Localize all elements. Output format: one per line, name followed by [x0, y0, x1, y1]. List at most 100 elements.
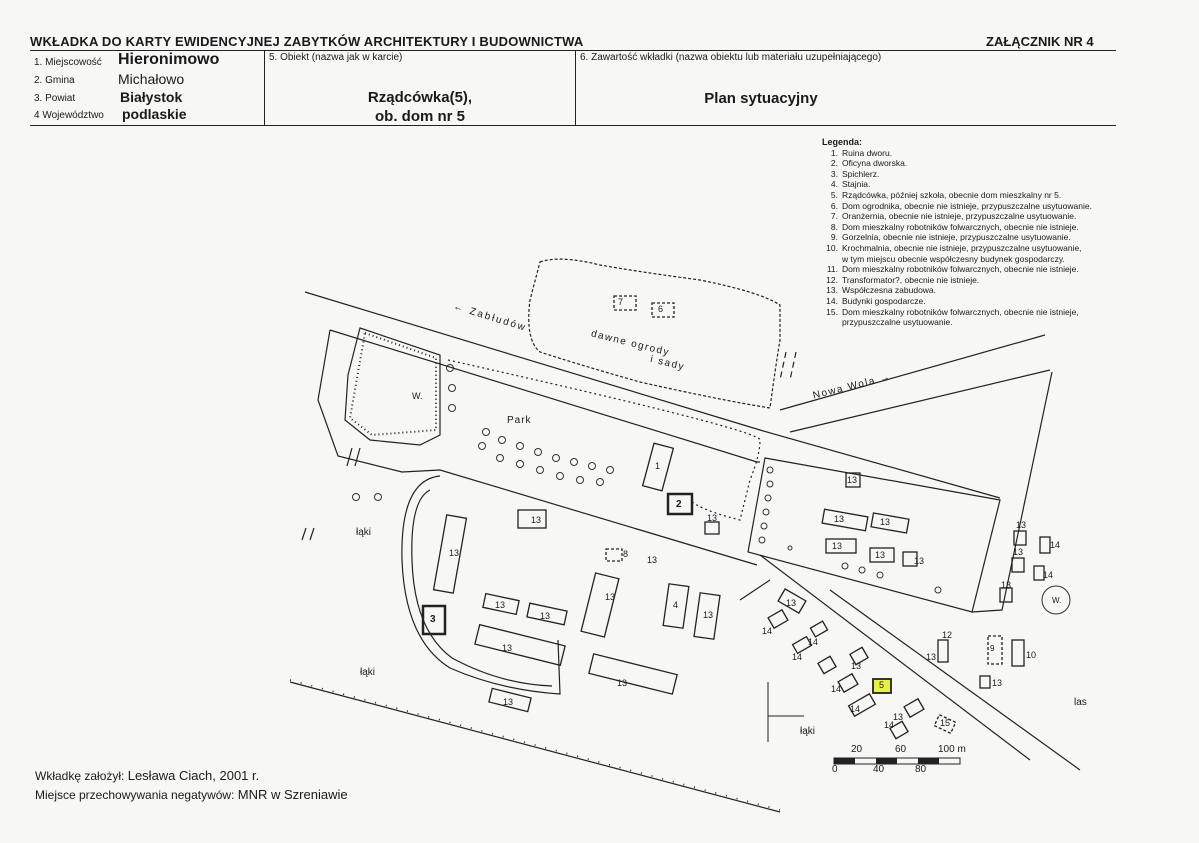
- label-14b: 14: [1043, 570, 1054, 580]
- legend-item-number: 11.: [826, 264, 838, 275]
- header-top-rule: [30, 50, 1116, 51]
- farm-plot-right: [747, 457, 1001, 613]
- label-1: 1: [655, 461, 661, 471]
- label-13h: 13: [703, 610, 714, 620]
- legend-item-number: 7.: [830, 211, 838, 222]
- storage-label: Miejsce przechowywania negatywów:: [35, 788, 235, 802]
- label-2: 2: [676, 499, 682, 510]
- object-label: 5. Obiekt (nazwa jak w karcie): [269, 52, 403, 63]
- header-divider-2: [575, 50, 576, 126]
- legend-item: 9. Gorzelnia, obecnie nie istnieje, przyp…: [822, 232, 1092, 243]
- gmina-value: Michałowo: [118, 71, 185, 87]
- label-3: 3: [430, 614, 436, 625]
- legend-item-text: Spichlerz.: [842, 168, 880, 179]
- label-13l: 13: [847, 475, 858, 485]
- label-14h: 14: [884, 720, 895, 730]
- label-7: 7: [618, 297, 624, 307]
- meadow-label-west: łąki: [356, 527, 372, 538]
- legend-item-number: 9.: [830, 232, 838, 243]
- powiat-value: Białystok: [120, 89, 183, 105]
- legend-item: 4.Stajnia.: [822, 179, 1092, 190]
- legend-item-text: w tym miejscu obecnie współczesny budyne…: [842, 253, 1065, 264]
- legend-item: 13.Współczesna zabudowa.: [822, 285, 1092, 296]
- building-4: [662, 583, 690, 629]
- forest-label: las: [1074, 697, 1087, 708]
- legend-item: 7. Oranżernia, obecnie nie istnieje, przy…: [822, 211, 1092, 222]
- contents-label: 6. Zawartość wkładki (nazwa obiektu lub …: [580, 52, 882, 63]
- form-title: WKŁADKA DO KARTY EWIDENCYJNEJ ZABYTKÓW A…: [30, 34, 584, 49]
- label-14a: 14: [1050, 540, 1061, 550]
- label-13f: 13: [540, 611, 551, 621]
- contents-field: 6. Zawartość wkładki (nazwa obiektu lub …: [576, 52, 1116, 126]
- scale-label-20: 20: [851, 744, 863, 755]
- object-value-line1: Rządcówka(5),: [367, 89, 473, 106]
- legend-item: 12.Transformator?, obecnie nie istnieje.: [822, 275, 1092, 286]
- legend-item-number: 8.: [830, 221, 838, 232]
- legend-item-number: 15.: [826, 306, 838, 317]
- legend-item-text: Ruina dworu.: [842, 147, 893, 158]
- legend-item: 15. Dom mieszkalny robotników folwarczny…: [822, 307, 1092, 318]
- legend-item-text: Dom mieszkalny robotników folwarcznych, …: [842, 264, 1079, 275]
- label-14f: 14: [831, 684, 842, 694]
- legend-item-text: Oranżernia, obecnie nie istnieje, przypu…: [842, 211, 1077, 222]
- legend-item-number: 10.: [826, 242, 838, 253]
- storage-line: Miejsce przechowywania negatywów: MNR w …: [35, 787, 348, 802]
- label-15: 15: [940, 718, 951, 728]
- object-value-line2: ob. dom nr 5: [375, 108, 465, 125]
- label-13i: 13: [502, 643, 513, 653]
- legend-item-text: Dom mieszkalny robotników folwarcznych, …: [842, 221, 1079, 232]
- label-13e: 13: [495, 600, 506, 610]
- legend-item-number: 13.: [826, 285, 838, 296]
- contents-value: Plan sytuacyjny: [704, 90, 818, 107]
- scale-label-100: 100 m: [938, 744, 966, 755]
- scale-label-60: 60: [895, 744, 907, 755]
- label-13u: 13: [786, 598, 797, 608]
- legend-item-text: Dom mieszkalny robotników folwarcznych, …: [842, 306, 1079, 317]
- miejscowosc-value: Hieronimowo: [118, 51, 220, 68]
- legend-item-text: Oficyna dworska.: [842, 158, 908, 169]
- legend-title: Legenda:: [822, 137, 863, 147]
- label-13g: 13: [605, 592, 616, 602]
- label-13r: 13: [1016, 520, 1027, 530]
- meadow-label-south: łąki: [360, 667, 376, 678]
- label-14e: 14: [792, 652, 803, 662]
- label-13c: 13: [707, 513, 718, 523]
- legend-item-number: 5.: [830, 189, 838, 200]
- park-label: Park: [507, 415, 532, 426]
- legend-item: 5. Rządcówka, później szkoła, obecnie dom…: [822, 190, 1092, 201]
- legend-item-text: Gorzelnia, obecnie nie istnieje, przypus…: [842, 232, 1071, 243]
- legend-item: przypuszczalne usytuowanie.: [822, 317, 1092, 328]
- legend-item-text: Stajnia.: [842, 179, 871, 190]
- powiat-label: 3. Powiat: [34, 93, 76, 104]
- label-13w: 13: [893, 712, 904, 722]
- garden-outline: [528, 258, 781, 409]
- label-10: 10: [1026, 650, 1037, 660]
- legend-item-text: przypuszczalne usytuowanie.: [842, 317, 953, 328]
- label-13d: 13: [647, 555, 658, 565]
- legend-item-text: Budynki gospodarcze.: [842, 295, 926, 306]
- legend-item: 11. Dom mieszkalny robotników folwarcznyc…: [822, 264, 1092, 275]
- storage-value: MNR w Szreniawie: [237, 787, 348, 802]
- road-nowa-wola-edge-bottom: [789, 369, 1051, 433]
- label-6: 6: [658, 304, 664, 314]
- label-13o: 13: [832, 541, 843, 551]
- legend-list: 1.Ruina dworu.2.Oficyna dworska.3.Spichl…: [822, 148, 1092, 328]
- legend-item: 6.Dom ogrodnika, obecnie nie istnieje, p…: [822, 201, 1092, 212]
- label-13k: 13: [503, 697, 514, 707]
- legend-item-number: 1.: [830, 147, 838, 158]
- label-13p: 13: [875, 550, 886, 560]
- label-13q: 13: [914, 556, 925, 566]
- annex-number: ZAŁĄCZNIK NR 4: [986, 34, 1094, 49]
- miejscowosc-label: 1. Miejscowość: [34, 57, 102, 68]
- legend-item-text: Dom ogrodnika, obecnie nie istnieje, prz…: [842, 200, 1092, 211]
- label-8: 8: [623, 549, 629, 559]
- pond-label-east: W.: [1052, 596, 1062, 605]
- wojewodztwo-value: podlaskie: [122, 106, 187, 122]
- legend-item-number: 14.: [826, 295, 838, 306]
- legend-item-text: Rządcówka, później szkoła, obecnie dom m…: [842, 189, 1062, 200]
- legend-item: 1. Ruina dworu.: [822, 148, 1092, 159]
- founder-line: Wkładkę założył: Lesława Ciach, 2001 r.: [35, 768, 259, 783]
- label-13b: 13: [531, 515, 542, 525]
- label-13j: 13: [617, 678, 628, 688]
